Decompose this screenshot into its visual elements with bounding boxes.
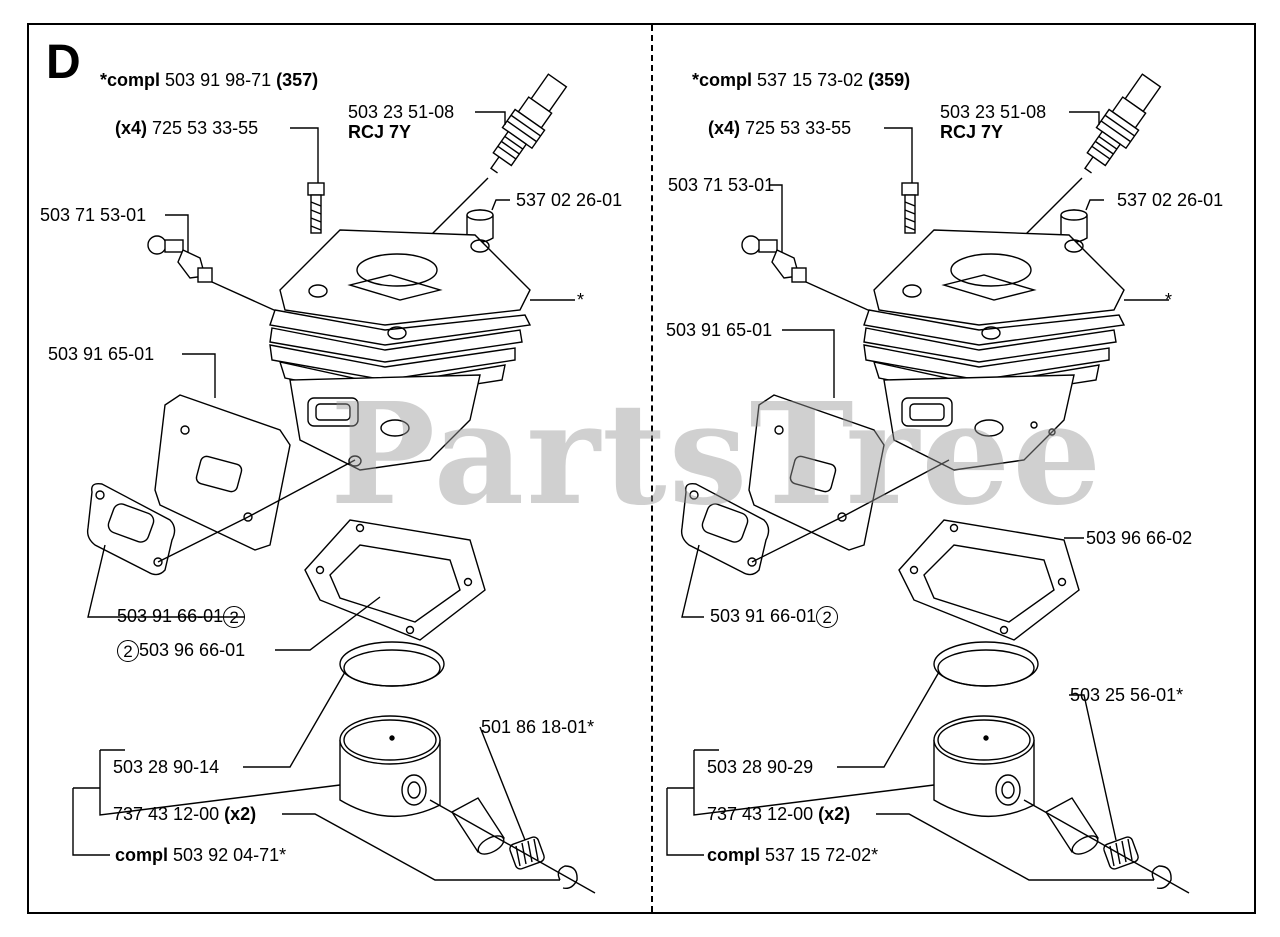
left-circlip-number: 737 43 12-00 [113, 804, 220, 824]
right-bolt-number: 725 53 33-55 [745, 118, 852, 138]
left-muffler-plate-drawing [154, 394, 291, 551]
right-circlip-qty: (x2) [818, 804, 851, 824]
right-bearing-label: 503 25 56-01* [1070, 685, 1184, 705]
right-compl-number: 537 15 73-02 [757, 70, 864, 90]
right-piston-compl-prefix: compl [707, 845, 761, 865]
right-exhaust-gasket-mark: 2 [816, 606, 839, 629]
left-leader-lines [72, 111, 575, 881]
left-cylinder-gasket-mark: 2 [117, 640, 139, 663]
left-cylinder-drawing [269, 229, 532, 471]
left-spark-plug-drawing [490, 73, 568, 174]
right-decomp-valve-label: 503 71 53-01 [668, 175, 775, 195]
right-assembly [666, 73, 1190, 894]
right-circlip-number: 737 43 12-00 [707, 804, 814, 824]
right-exhaust-gasket-number: 503 91 66-01 [710, 606, 817, 626]
right-plug-cap-label: 537 02 26-01 [1117, 190, 1224, 210]
right-cylinder-gasket-label: 503 96 66-02 [1086, 528, 1193, 548]
left-piston-compl-number: 503 92 04-71* [173, 845, 287, 865]
left-bolt-number: 725 53 33-55 [152, 118, 259, 138]
right-piston-compl-number: 537 15 72-02* [765, 845, 879, 865]
left-muffler-plate-label: 503 91 65-01 [48, 344, 155, 364]
left-compl-label: *compl 503 91 98-71 (357) [100, 70, 318, 90]
left-piston-compl-prefix: compl [115, 845, 169, 865]
left-decomp-valve-drawing [147, 235, 286, 316]
left-compl-number: 503 91 98-71 [165, 70, 272, 90]
right-compl-prefix: *compl [692, 70, 753, 90]
left-bolt-qty: (x4) [115, 118, 148, 138]
left-piston-ring-drawing [339, 641, 445, 687]
left-cylinder-gasket-number: 503 96 66-01 [139, 640, 246, 660]
left-piston-drawing [339, 715, 441, 818]
left-circlip-qty: (x2) [224, 804, 257, 824]
right-cylinder-star: * [1165, 290, 1173, 310]
left-assembly [72, 73, 596, 894]
left-circlip-label: 737 43 12-00 (x2) [113, 804, 256, 824]
right-spark-plug-type: RCJ 7Y [940, 122, 1004, 142]
section-divider [651, 25, 653, 912]
right-compl-label: *compl 537 15 73-02 (359) [692, 70, 910, 90]
left-bolt-label: (x4) 725 53 33-55 [115, 118, 258, 138]
left-spark-plug-type: RCJ 7Y [348, 122, 412, 142]
right-muffler-plate-label: 503 91 65-01 [666, 320, 773, 340]
left-exhaust-gasket-number: 503 91 66-01 [117, 606, 224, 626]
left-compl-prefix: *compl [100, 70, 161, 90]
left-bolt-drawing [307, 182, 325, 234]
left-exhaust-gasket-drawing [86, 482, 176, 576]
left-cylinder-gasket-drawing [304, 519, 486, 641]
right-piston-compl-label: compl 537 15 72-02* [707, 845, 878, 865]
right-bolt-qty: (x4) [708, 118, 741, 138]
section-letter: D [46, 36, 81, 89]
left-spark-plug-number: 503 23 51-08 [348, 102, 455, 122]
left-cylinder-star: * [577, 290, 585, 310]
left-compl-qty: (357) [276, 70, 319, 90]
left-piston-pin-drawing [429, 797, 596, 894]
left-bearing-label: 501 86 18-01* [481, 717, 595, 737]
left-piston-label: 503 28 90-14 [113, 757, 220, 777]
left-piston-compl-label: compl 503 92 04-71* [115, 845, 286, 865]
left-exhaust-gasket-mark: 2 [223, 606, 246, 629]
left-decomp-valve-label: 503 71 53-01 [40, 205, 147, 225]
left-plug-cap-label: 537 02 26-01 [516, 190, 623, 210]
right-bolt-label: (x4) 725 53 33-55 [708, 118, 851, 138]
right-piston-label: 503 28 90-29 [707, 757, 814, 777]
right-spark-plug-number: 503 23 51-08 [940, 102, 1047, 122]
right-circlip-label: 737 43 12-00 (x2) [707, 804, 850, 824]
right-compl-qty: (359) [868, 70, 911, 90]
